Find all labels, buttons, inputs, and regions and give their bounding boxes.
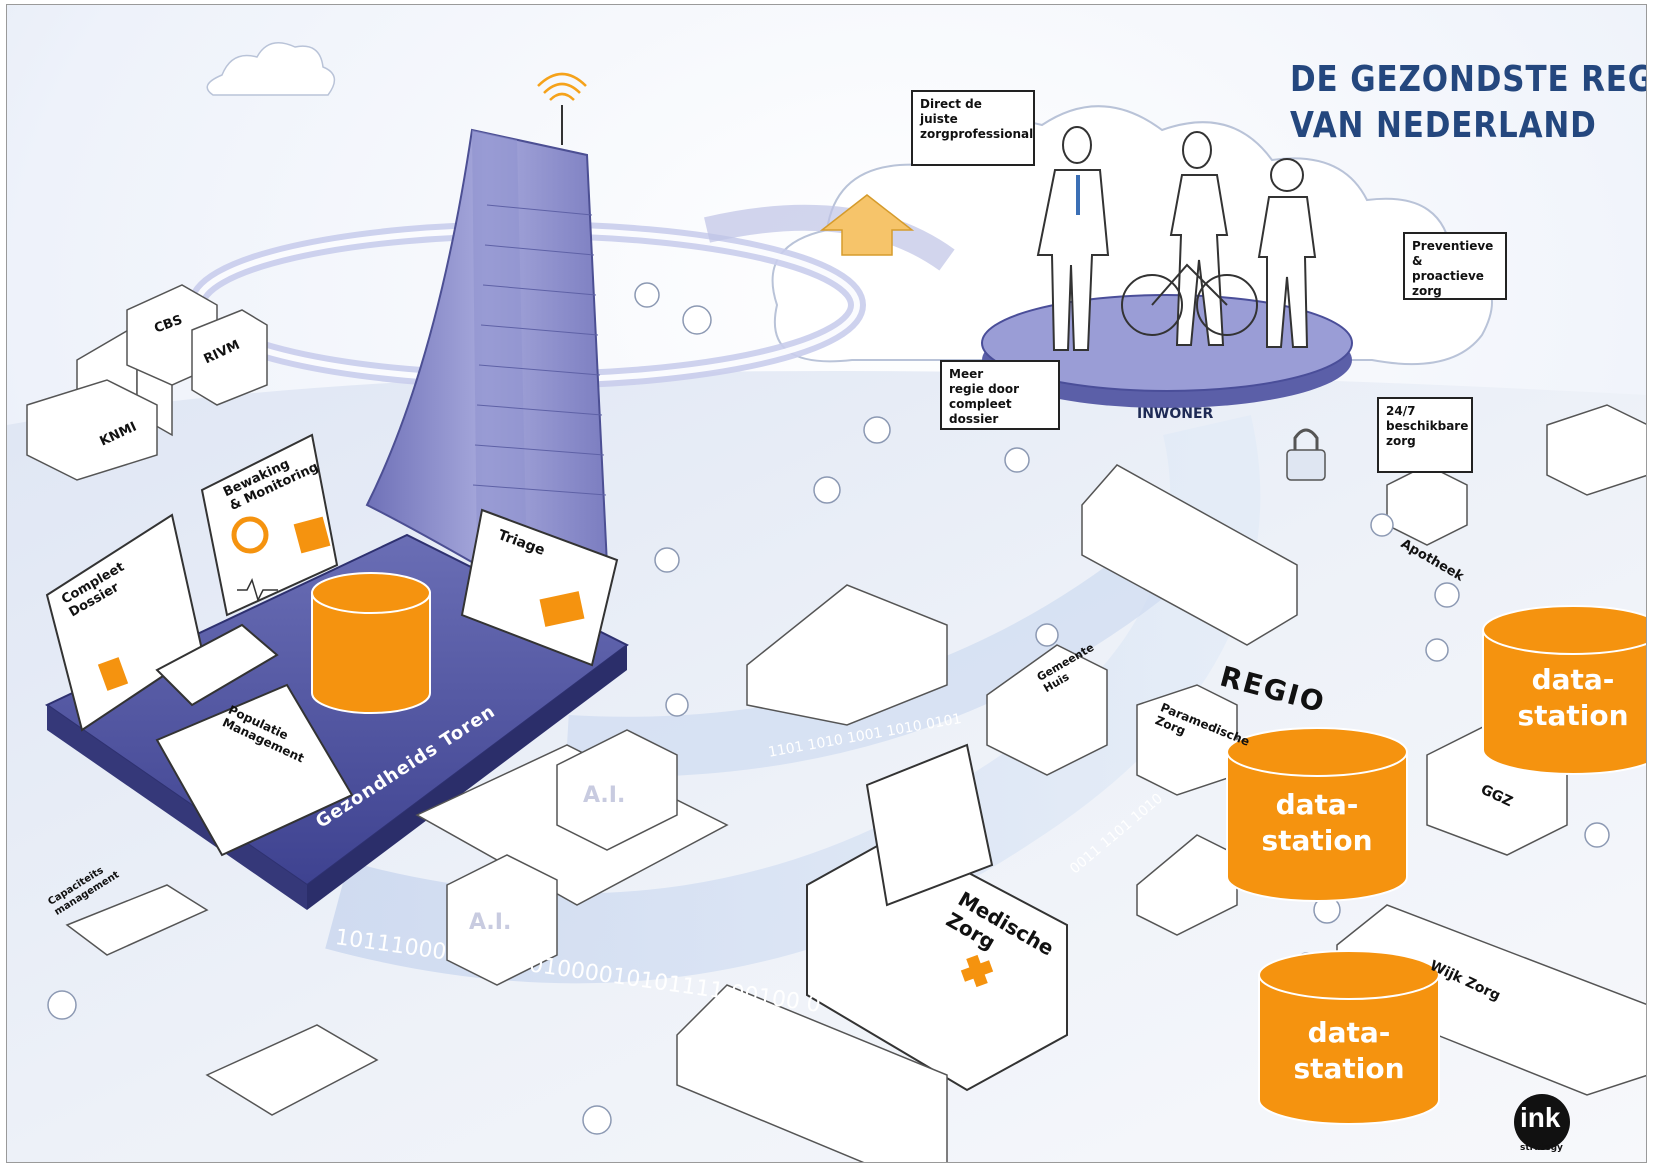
title-line-1: DE GEZONDSTE REGIO — [1290, 59, 1646, 100]
datastation-label-center-right: data- station — [1261, 788, 1373, 857]
datastation-right-top — [1482, 605, 1646, 775]
gezondheids-toren-tower — [365, 72, 609, 566]
page-title: DE GEZONDSTE REGIO VAN NEDERLAND — [1290, 57, 1646, 149]
ink-logo: ink — [1520, 1102, 1561, 1133]
illustration-frame: DE GEZONDSTE REGIO VAN NEDERLAND Direct … — [6, 4, 1647, 1163]
bubble-direct-zorgprofessional: Direct de juiste zorgprofessional — [911, 90, 1035, 166]
datastation-label-right-top: data- station — [1517, 663, 1629, 732]
region-illustration — [7, 5, 1646, 1162]
datastation-center-right — [1226, 727, 1408, 902]
label-ai-1: A.I. — [583, 783, 626, 808]
ink-logo-subtitle: strategy — [1520, 1143, 1563, 1153]
bubble-preventieve-zorg: Preventieve & proactieve zorg — [1403, 232, 1507, 300]
cloud — [771, 105, 1493, 366]
datastation-cylinders — [311, 572, 1646, 1125]
bubble-meer-regie: Meer regie door compleet dossier — [940, 360, 1060, 430]
label-ai-2: A.I. — [469, 910, 512, 935]
label-inwoner: INWONER — [1137, 406, 1214, 422]
title-line-2: VAN NEDERLAND — [1290, 105, 1597, 146]
datastation-center-left — [311, 572, 431, 714]
bubble-beschikbare-zorg: 24/7 beschikbare zorg — [1377, 397, 1473, 473]
datastation-label-bottom: data- station — [1293, 1016, 1405, 1085]
residents — [1036, 126, 1317, 351]
datastation-bottom — [1258, 950, 1440, 1125]
